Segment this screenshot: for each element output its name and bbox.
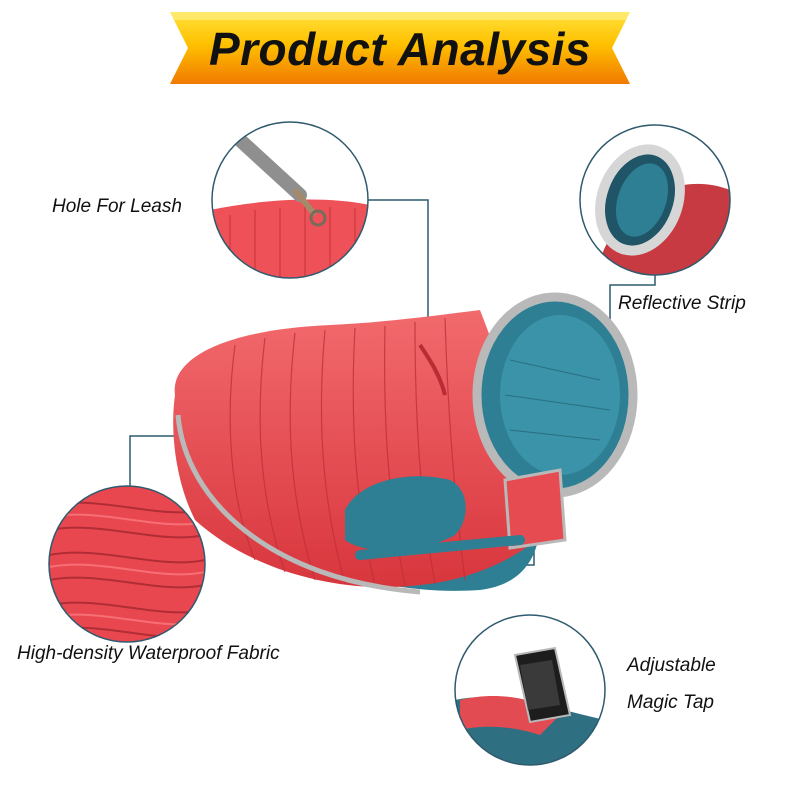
banner-ribbon bbox=[170, 12, 630, 84]
feature-label-waterproof-fabric: High-density Waterproof Fabric bbox=[17, 643, 280, 664]
velcro-strap-closeup bbox=[454, 614, 606, 766]
feature-label-magic-tap: Magic Tap bbox=[627, 692, 714, 713]
dog-coat-illustration bbox=[173, 292, 638, 595]
feature-label-reflective-strip: Reflective Strip bbox=[618, 293, 746, 314]
feature-label-leash-hole: Hole For Leash bbox=[52, 196, 182, 217]
leash-hole-closeup bbox=[211, 121, 369, 279]
feature-label-adjustable: Adjustable bbox=[627, 655, 716, 676]
reflective-collar-closeup bbox=[579, 124, 731, 276]
banner-title: Product Analysis bbox=[208, 23, 592, 75]
quilted-fabric-closeup bbox=[48, 485, 206, 643]
